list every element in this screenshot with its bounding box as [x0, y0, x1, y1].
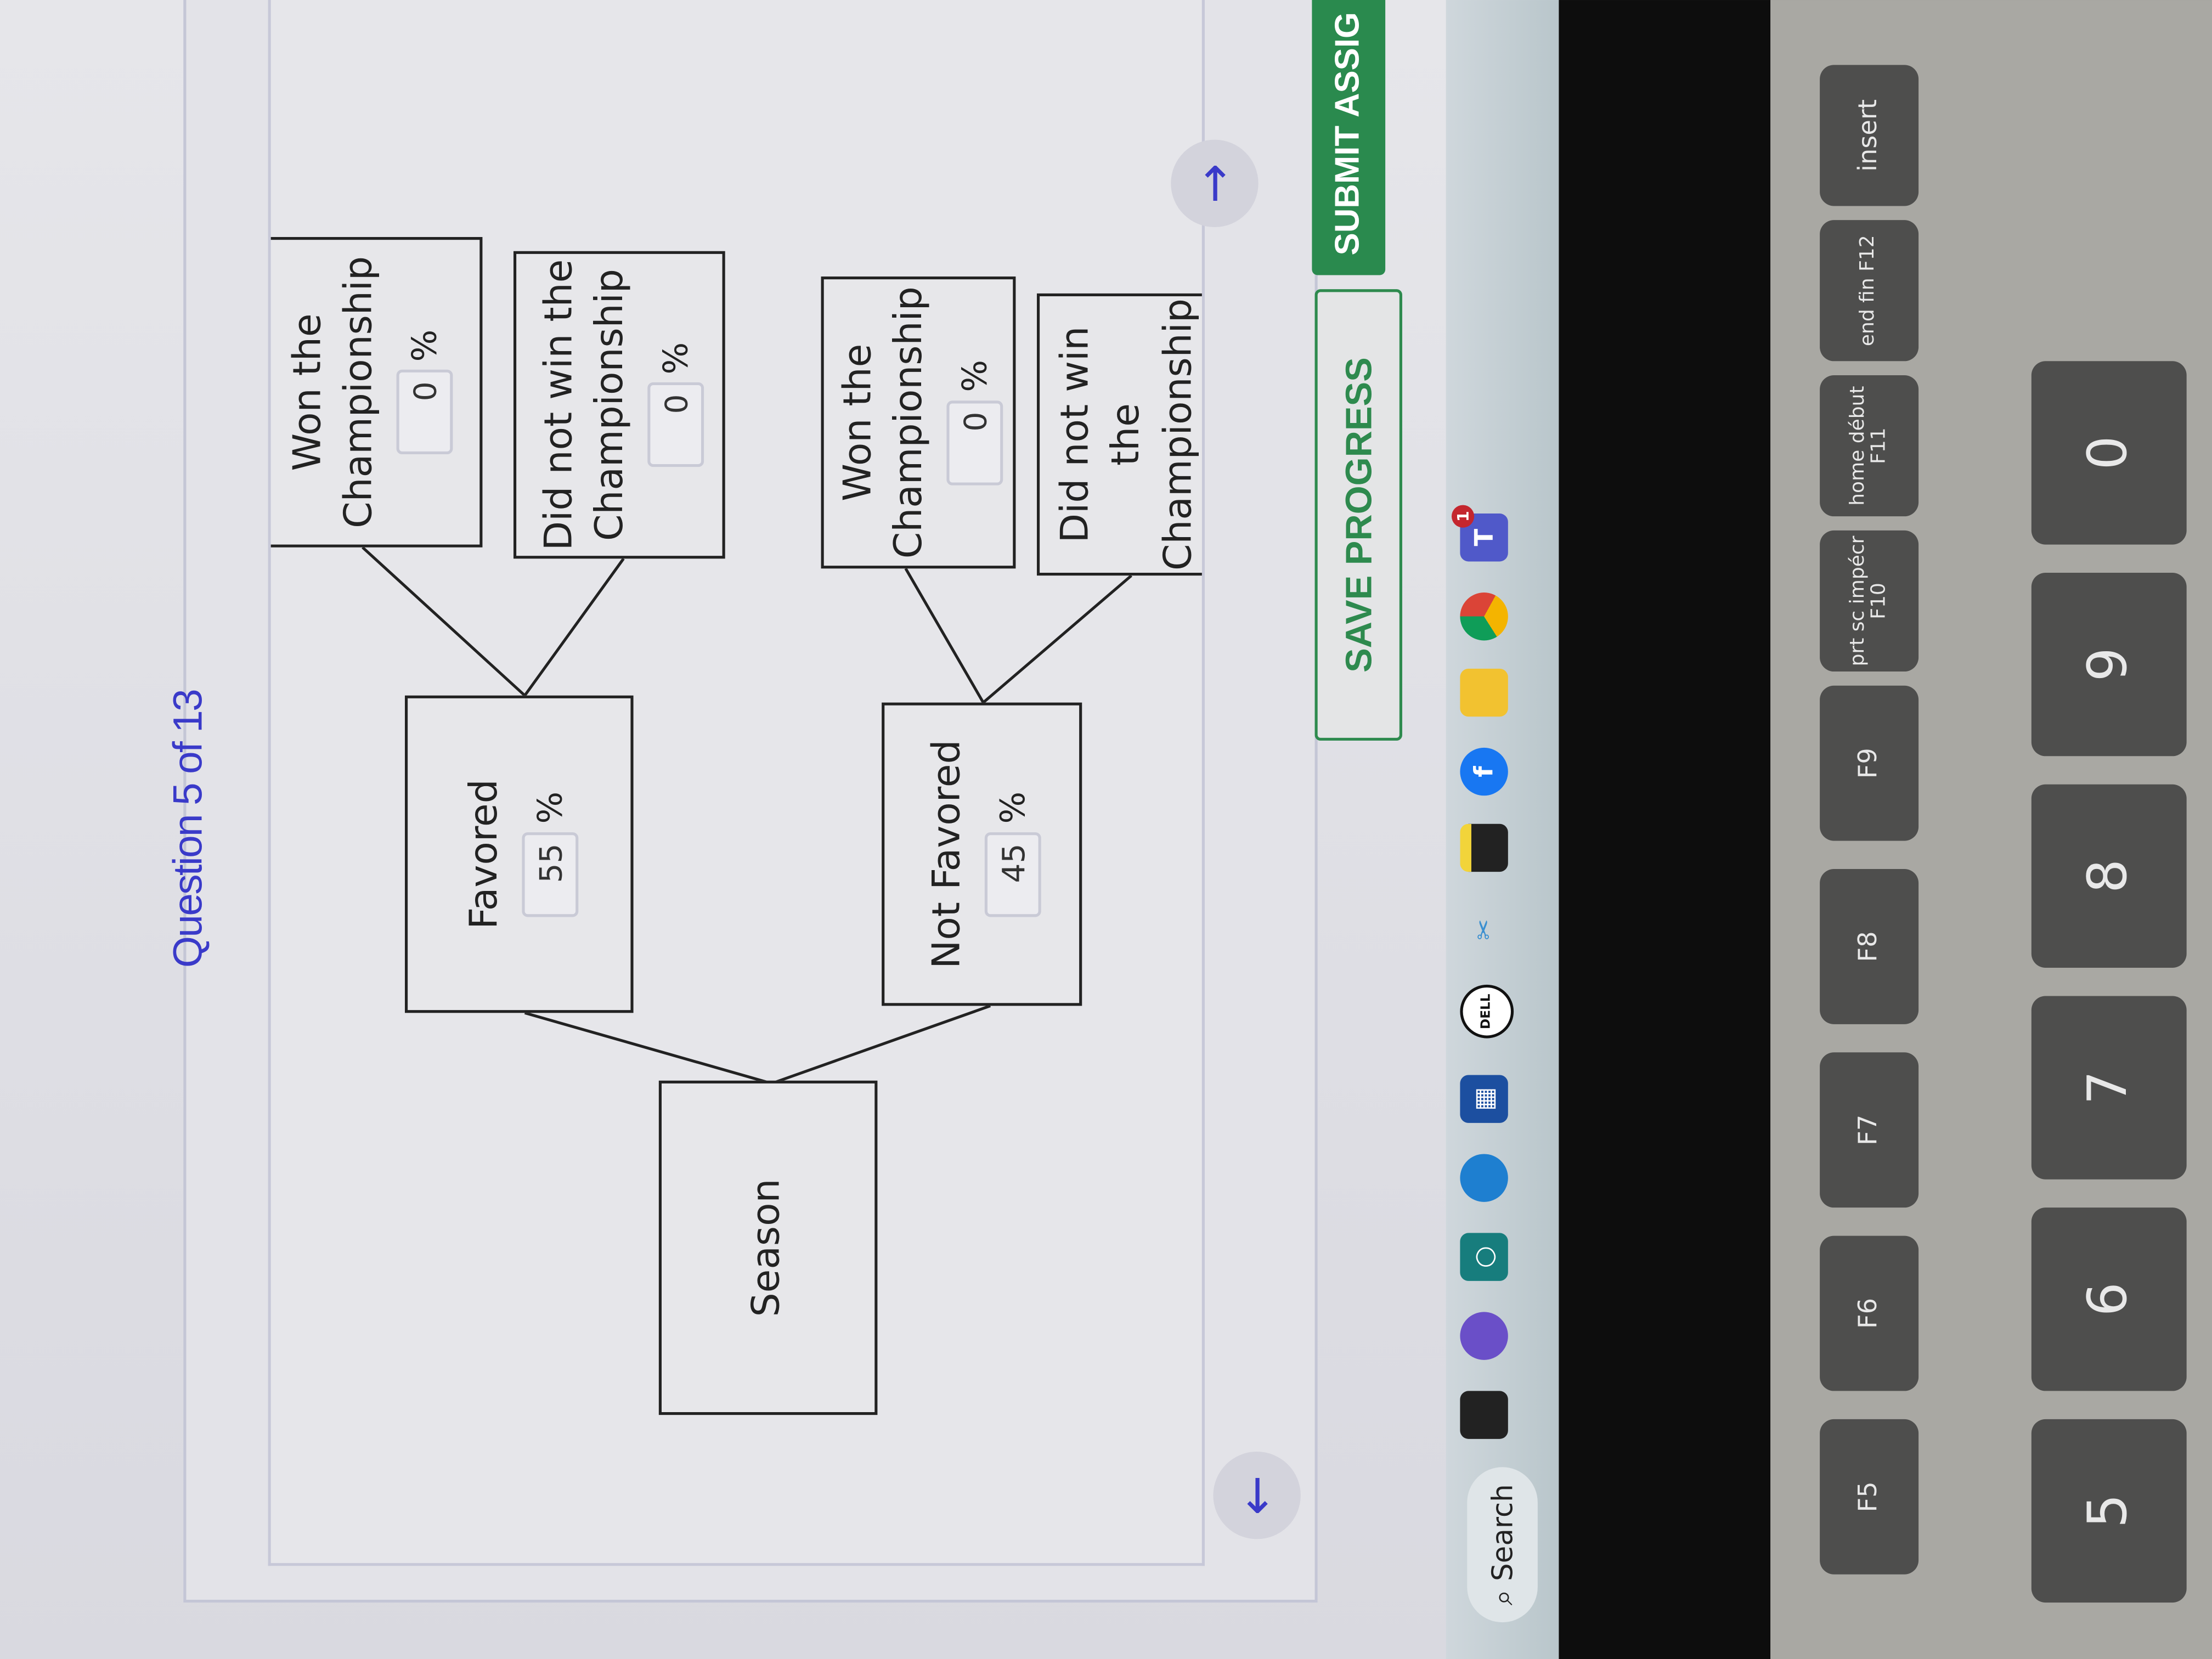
- won-label: Won the Championship: [836, 286, 932, 559]
- favored-percent-input[interactable]: 55: [522, 832, 579, 917]
- connector-notfavored-not-won: [982, 574, 1132, 704]
- favored-won-percent-input[interactable]: 0: [397, 370, 454, 455]
- search-label: Search: [1485, 1484, 1520, 1581]
- not-won-label: Did not win the Championship: [537, 259, 632, 551]
- key-f9[interactable]: F9: [1820, 685, 1919, 841]
- percent-sign: %: [530, 791, 570, 824]
- key-9[interactable]: 9: [2031, 573, 2187, 757]
- key-8[interactable]: 8: [2031, 784, 2187, 968]
- previous-question-button[interactable]: ←: [1213, 1452, 1301, 1539]
- file-explorer-icon[interactable]: [1460, 668, 1508, 717]
- percent-sign: %: [993, 791, 1033, 824]
- key-f12[interactable]: end fin F12: [1820, 220, 1919, 362]
- chrome-icon[interactable]: [1460, 592, 1508, 641]
- key-0[interactable]: 0: [2031, 361, 2187, 545]
- task-view-icon[interactable]: [1460, 1391, 1508, 1439]
- key-f10[interactable]: prt sc impécr F10: [1820, 530, 1919, 672]
- favored-node: Favored 55%: [404, 695, 634, 1013]
- season-node: Season: [658, 1080, 878, 1415]
- taskbar-search[interactable]: ⌕ Search: [1467, 1467, 1538, 1623]
- key-5[interactable]: 5: [2031, 1419, 2187, 1603]
- connector-favored-won: [362, 546, 526, 697]
- edge-icon[interactable]: [1460, 1154, 1508, 1202]
- key-7[interactable]: 7: [2031, 996, 2187, 1180]
- facebook-icon[interactable]: f: [1460, 747, 1508, 796]
- tree-diagram-card: Season Favored 55% Not Favored 45% Won t…: [268, 0, 1205, 1566]
- percent-sign: %: [405, 329, 445, 362]
- percent-sign: %: [656, 342, 696, 375]
- key-f11[interactable]: home début F11: [1820, 375, 1919, 517]
- notification-badge: 1: [1451, 505, 1475, 528]
- teams-chat-icon[interactable]: [1460, 1312, 1508, 1360]
- key-f5[interactable]: F5: [1820, 1419, 1919, 1575]
- not-favored-label: Not Favored: [925, 740, 969, 969]
- not-won-label: Did not win the Championship: [1053, 298, 1200, 571]
- save-progress-button[interactable]: SAVE PROGRESS: [1314, 289, 1402, 741]
- key-6[interactable]: 6: [2031, 1207, 2187, 1391]
- favored-label: Favored: [462, 779, 506, 929]
- favored-won-node: Won the Championship 0%: [268, 237, 483, 548]
- connector-notfavored-won: [904, 568, 985, 703]
- not-favored-node: Not Favored 45%: [882, 702, 1082, 1006]
- question-title: Question 5 of 13: [166, 690, 212, 968]
- snipping-tool-icon[interactable]: ✂: [1469, 919, 1499, 940]
- key-f7[interactable]: F7: [1820, 1052, 1919, 1208]
- not-favored-won-percent-input[interactable]: 0: [947, 400, 1004, 486]
- dell-icon[interactable]: DELL: [1460, 984, 1514, 1039]
- sticky-notes-icon[interactable]: [1460, 823, 1508, 872]
- connector-favored-not-won: [523, 557, 625, 697]
- search-icon: ⌕: [1485, 1589, 1520, 1606]
- arrow-left-icon: ←: [1228, 1475, 1285, 1516]
- connector-season-not-favored: [771, 1005, 991, 1085]
- tree-connectors: [362, 546, 1132, 1085]
- key-insert[interactable]: insert: [1820, 65, 1919, 206]
- won-label: Won the Championship: [285, 256, 381, 528]
- submit-assignment-button[interactable]: SUBMIT ASSIG: [1312, 0, 1386, 275]
- not-favored-won-node: Won the Championship 0%: [821, 276, 1016, 569]
- cortana-icon[interactable]: ○: [1460, 1233, 1508, 1281]
- season-label: Season: [745, 1178, 789, 1317]
- favored-not-won-node: Did not win the Championship 0%: [513, 251, 725, 559]
- favored-not-won-percent-input[interactable]: 0: [648, 382, 705, 468]
- not-favored-percent-input[interactable]: 45: [985, 832, 1042, 917]
- key-f8[interactable]: F8: [1820, 869, 1919, 1024]
- microsoft-store-icon[interactable]: ▦: [1460, 1075, 1508, 1123]
- connector-season-favored: [524, 1011, 772, 1085]
- not-favored-not-won-node: Did not win the Championship 0%: [1036, 293, 1205, 576]
- next-question-button[interactable]: →: [1171, 139, 1259, 228]
- key-f6[interactable]: F6: [1820, 1235, 1919, 1391]
- arrow-right-icon: →: [1186, 163, 1243, 204]
- laptop-bezel: [1559, 0, 1771, 1659]
- percent-sign: %: [955, 359, 995, 392]
